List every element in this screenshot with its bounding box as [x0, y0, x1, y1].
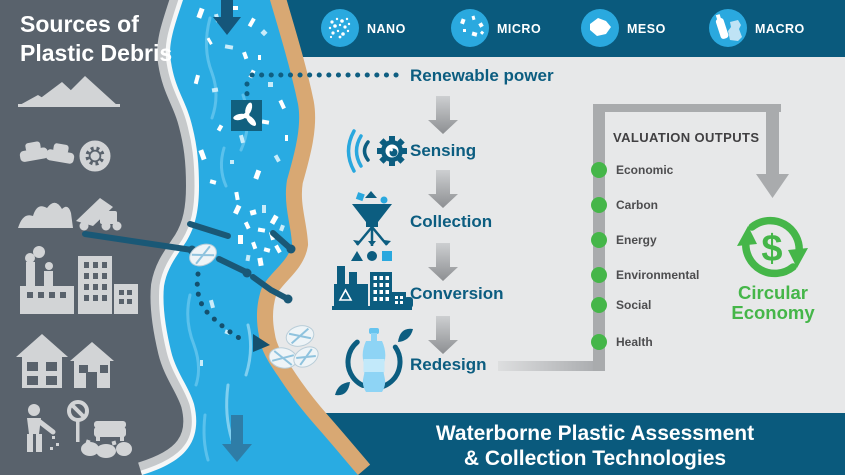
dollar-symbol: $ [761, 228, 782, 270]
macro-bottle-bag [715, 14, 742, 41]
valuation-item-health: Health [616, 335, 653, 349]
micro-fragments [460, 15, 485, 37]
industry-icon [20, 246, 138, 314]
sources-title-line1: Sources of [20, 11, 139, 37]
size-label-micro: MICRO [497, 22, 542, 36]
valuation-item-environmental: Environmental [616, 268, 700, 282]
valuation-item-energy: Energy [616, 233, 657, 247]
vehicle-collision-icon [19, 140, 111, 172]
nano-icon [321, 9, 359, 47]
collection-booms [82, 221, 296, 304]
valuation-item-social: Social [616, 298, 652, 312]
footer-title-line1: Waterborne Plastic Assessment [435, 422, 755, 445]
nano-dots [328, 17, 351, 39]
footer-title-line2: & Collection Technologies [463, 447, 727, 470]
circular-economy-icon: $ [737, 216, 808, 278]
collection-icon [351, 191, 392, 261]
mountains-icon [18, 76, 120, 107]
hydropower-icon [231, 100, 262, 131]
renewable-power-dotted-line [244, 72, 405, 103]
size-label-macro: MACRO [755, 22, 805, 36]
plastic-bales [189, 243, 319, 369]
collection-route-dotted-arrow [194, 271, 270, 352]
valuation-title: VALUATION OUTPUTS [613, 130, 760, 145]
sources-title-line2: Plastic Debris [20, 40, 173, 66]
flow-arrows [428, 96, 458, 354]
littering-icon [27, 400, 132, 458]
landfill-truck-icon [18, 198, 122, 231]
macro-icon [709, 9, 747, 47]
step-label-sensing: Sensing [410, 141, 477, 160]
floating-debris [193, 6, 288, 366]
valuation-item-economic: Economic [616, 163, 674, 177]
river-outflow-arrow [222, 415, 252, 462]
step-label-conversion: Conversion [410, 284, 504, 303]
step-label-redesign: Redesign [410, 355, 487, 374]
valuation-item-carbon: Carbon [616, 198, 658, 212]
micro-icon [451, 9, 489, 47]
footer-title: Waterborne Plastic Assessment & Collecti… [355, 421, 835, 471]
size-class-chips [321, 9, 747, 47]
sensing-icon [346, 129, 407, 173]
renewable-power-label: Renewable power [410, 66, 554, 85]
sources-title: Sources of Plastic Debris [20, 10, 172, 68]
residential-icon [16, 334, 114, 388]
valuation-bullets [591, 162, 607, 350]
size-label-meso: MESO [627, 22, 666, 36]
step-label-collection: Collection [410, 212, 493, 231]
redesign-icon [335, 328, 413, 396]
source-icons [16, 76, 138, 458]
conversion-icon [332, 266, 413, 310]
meso-fragment [590, 18, 611, 36]
river-inflow-arrow [213, 0, 241, 35]
circular-economy-label: Circular Economy [731, 282, 815, 323]
size-label-nano: NANO [367, 22, 406, 36]
